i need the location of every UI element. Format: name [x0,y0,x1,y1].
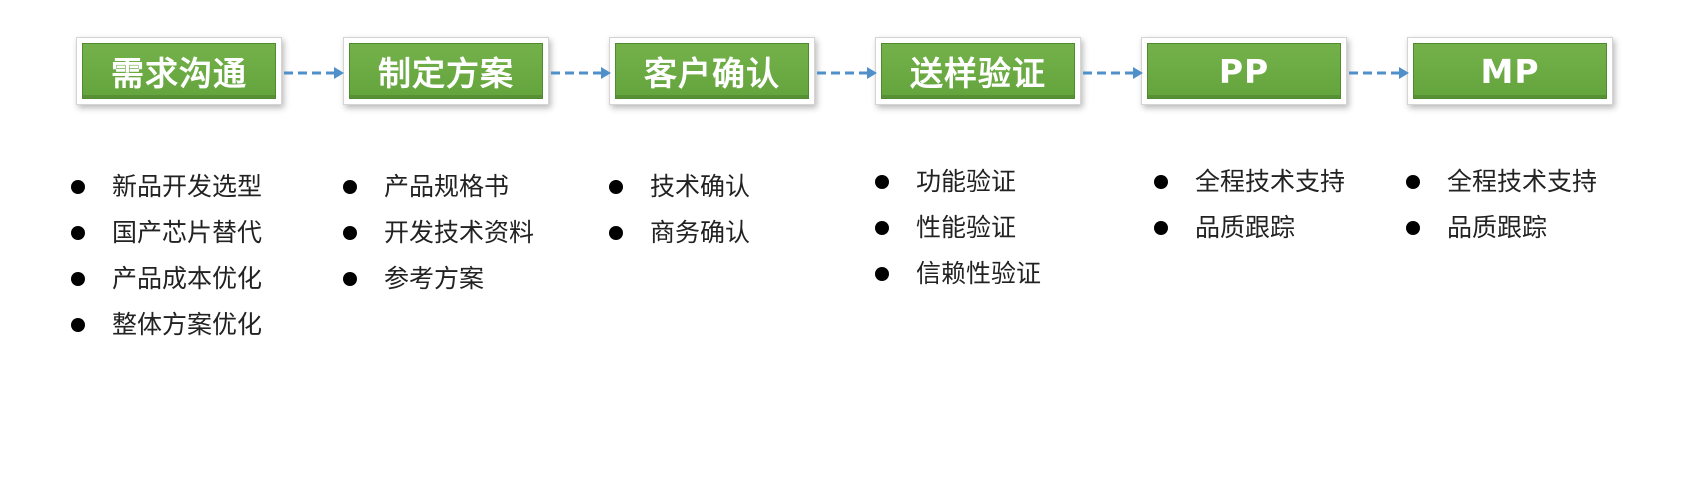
list-item-text: 参考方案 [384,264,485,293]
step-box-1-fill: 需求沟通 [82,43,276,99]
list-item-text: 品质跟踪 [1447,213,1548,242]
list-item-text: 性能验证 [916,213,1017,242]
list-item-text: 产品规格书 [384,172,510,201]
step-label-3: 客户确认 [644,54,780,93]
bullet-icon [1406,175,1420,189]
list-item-text: 功能验证 [916,167,1017,196]
list-item-text: 信赖性验证 [916,259,1042,288]
bullet-icon [343,180,357,194]
arrow-connector-1 [284,67,344,79]
bullet-icon [71,180,85,194]
step-box-6: MP [1407,37,1613,105]
bullet-icon [71,318,85,332]
list-item-text: 品质跟踪 [1195,213,1296,242]
step-box-4-fill: 送样验证 [881,43,1075,99]
list-item-text: 技术确认 [650,172,751,201]
step-box-5: PP [1141,37,1347,105]
list-item-text: 产品成本优化 [112,264,263,293]
step-box-2: 制定方案 [343,37,549,105]
arrow-connector-4 [1083,67,1143,79]
step-label-5: PP [1218,51,1270,91]
list-item-text: 新品开发选型 [112,172,263,201]
step-label-4: 送样验证 [910,54,1046,93]
bullet-icon [71,226,85,240]
step-label-6: MP [1480,51,1540,91]
list-item-text: 国产芯片替代 [112,218,263,247]
step-label-1: 需求沟通 [111,54,247,93]
step-box-1: 需求沟通 [76,37,282,105]
list-item-text: 商务确认 [650,218,751,247]
bullet-icon [875,221,889,235]
bullet-icon [609,180,623,194]
bullet-icon [1154,221,1168,235]
arrow-connector-2 [551,67,611,79]
bullet-icon [875,175,889,189]
bullet-icon [1154,175,1168,189]
step-box-3: 客户确认 [609,37,815,105]
step-box-6-fill: MP [1413,43,1607,99]
list-item-text: 全程技术支持 [1195,167,1346,196]
step-box-5-fill: PP [1147,43,1341,99]
arrow-connector-5 [1349,67,1409,79]
bullet-icon [1406,221,1420,235]
bullet-icon [71,272,85,286]
bullet-icon [343,226,357,240]
bullet-icon [609,226,623,240]
step-box-3-fill: 客户确认 [615,43,809,99]
list-item-text: 开发技术资料 [384,218,535,247]
bullet-icon [875,267,889,281]
step-box-4: 送样验证 [875,37,1081,105]
arrow-connector-3 [817,67,877,79]
list-item-text: 整体方案优化 [112,310,263,339]
list-item-text: 全程技术支持 [1447,167,1598,196]
step-box-2-fill: 制定方案 [349,43,543,99]
step-label-2: 制定方案 [378,54,514,93]
bullet-icon [343,272,357,286]
